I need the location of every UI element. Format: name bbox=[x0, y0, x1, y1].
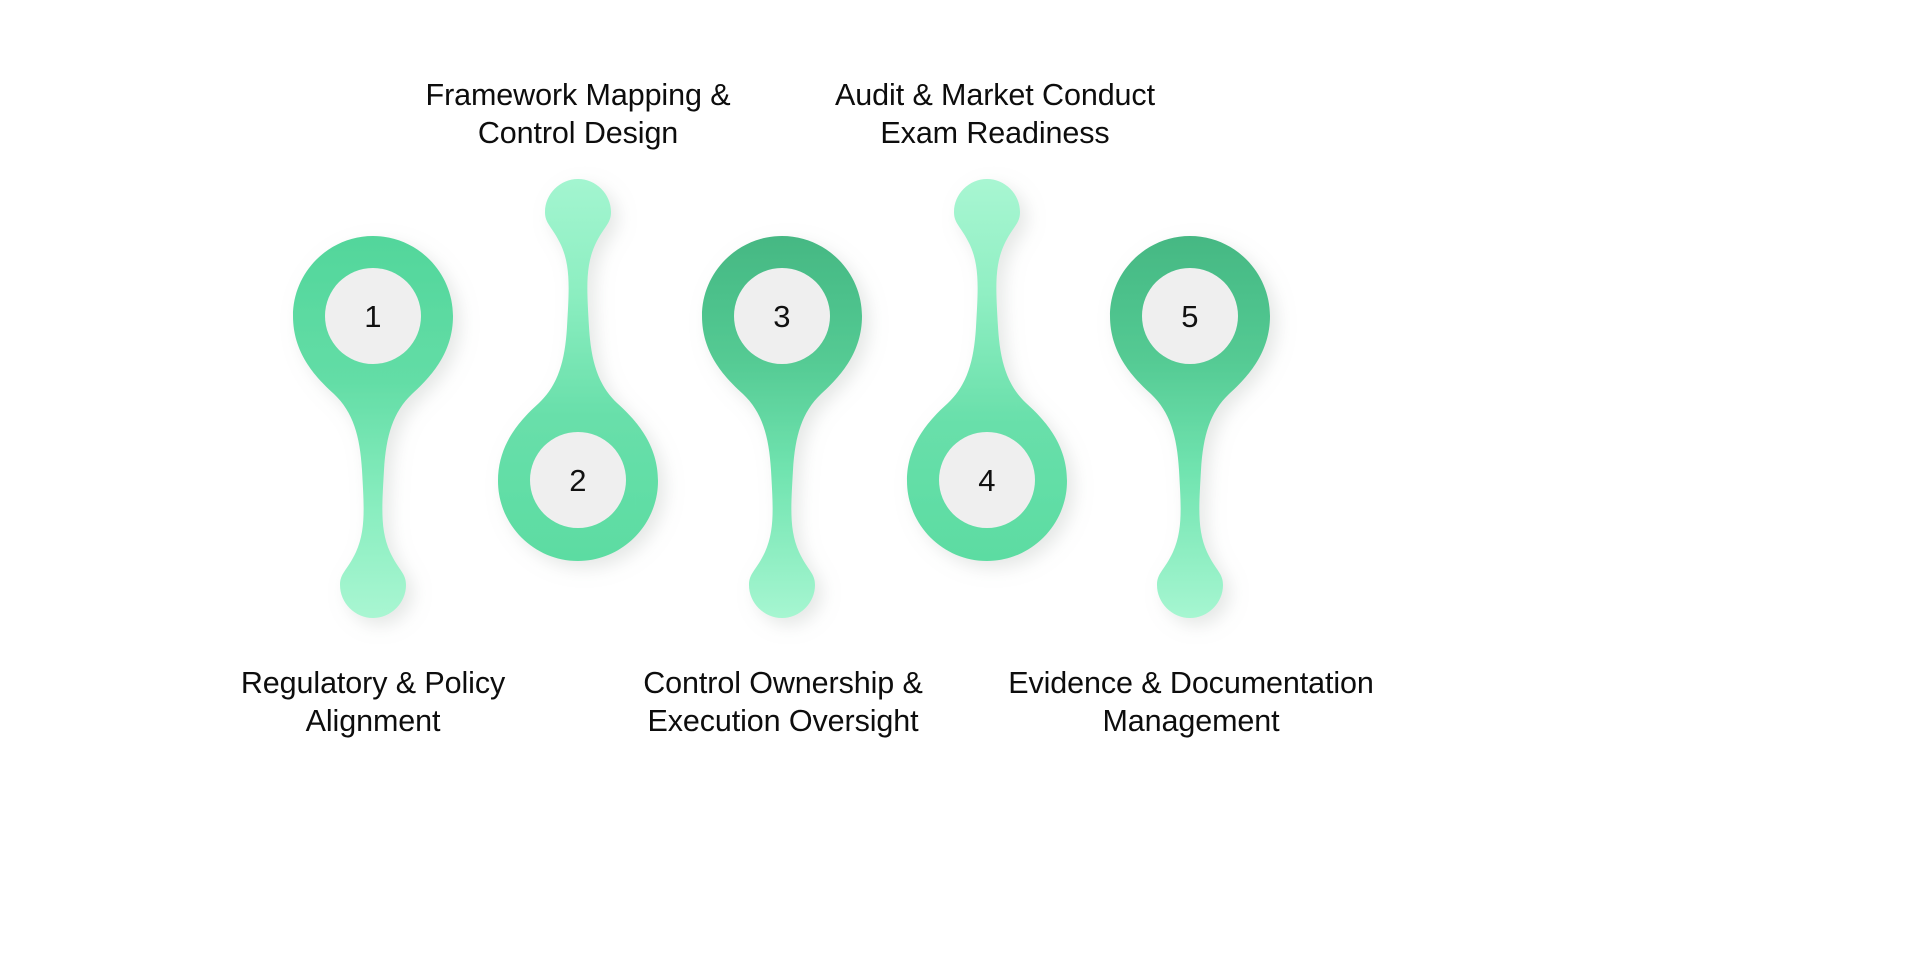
step-number-bubble-4[interactable]: 4 bbox=[939, 432, 1035, 528]
step-label-4: Audit & Market Conduct Exam Readiness bbox=[835, 78, 1155, 150]
step-number-bubble-3[interactable]: 3 bbox=[734, 268, 830, 364]
step-label-2: Framework Mapping & Control Design bbox=[425, 78, 731, 150]
step-number-4: 4 bbox=[978, 462, 996, 498]
step-number-bubble-1[interactable]: 1 bbox=[325, 268, 421, 364]
step-label-1: Regulatory & Policy Alignment bbox=[240, 666, 506, 738]
step-number-3: 3 bbox=[773, 298, 791, 334]
step-number-5: 5 bbox=[1181, 298, 1199, 334]
step-label-5: Evidence & Documentation Management bbox=[1008, 666, 1374, 738]
step-number-2: 2 bbox=[569, 462, 587, 498]
step-number-bubble-5[interactable]: 5 bbox=[1142, 268, 1238, 364]
step-number-1: 1 bbox=[364, 298, 382, 334]
step-label-3: Control Ownership & Execution Oversight bbox=[643, 666, 923, 738]
step-number-bubble-2[interactable]: 2 bbox=[530, 432, 626, 528]
